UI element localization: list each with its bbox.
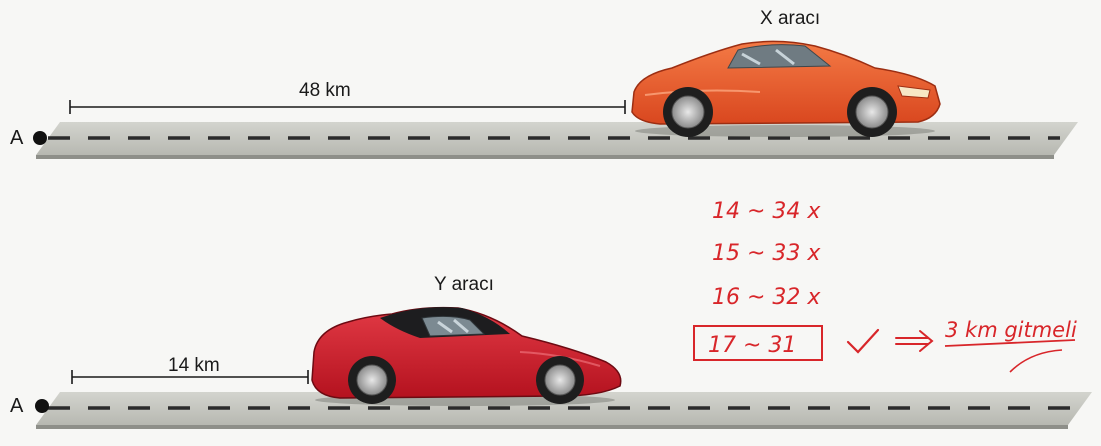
point-a-marker [33, 131, 47, 145]
road-2 [36, 392, 1092, 429]
distance-label-48: 48 km [299, 80, 351, 101]
car-y [311, 306, 622, 406]
note-boxed-answer: 17 ~ 31 [708, 333, 796, 358]
note-result: 3 km gitmeli [945, 318, 1077, 342]
road-surface [36, 392, 1092, 425]
answer-box [693, 325, 823, 361]
road-edge [36, 425, 1068, 429]
handwritten-notes: 14 ~ 34 x 15 ~ 33 x 16 ~ 32 x 17 ~ 31 3 … [693, 199, 1077, 373]
point-a-label: A [10, 395, 24, 417]
road-1 [36, 122, 1078, 159]
road-edge [36, 155, 1054, 159]
car-x-window [727, 44, 832, 69]
result-underline [944, 339, 1076, 347]
point-a-label: A [10, 127, 24, 149]
car-x-label: X aracı [760, 8, 820, 29]
note-line-3: 16 ~ 32 x [712, 285, 821, 310]
car-y-label: Y aracı [434, 274, 494, 295]
distance-marker-48 [69, 100, 626, 114]
distance-label-14: 14 km [168, 355, 220, 376]
car-x [631, 40, 941, 137]
road-surface [36, 122, 1078, 155]
arrow-icon [895, 330, 934, 352]
note-line-2: 15 ~ 33 x [712, 241, 821, 266]
distance-marker-14 [71, 370, 309, 384]
note-line-1: 14 ~ 34 x [712, 199, 821, 224]
result-underline-swoosh [1009, 349, 1063, 373]
checkmark-icon [846, 328, 880, 354]
point-a-marker [35, 399, 49, 413]
